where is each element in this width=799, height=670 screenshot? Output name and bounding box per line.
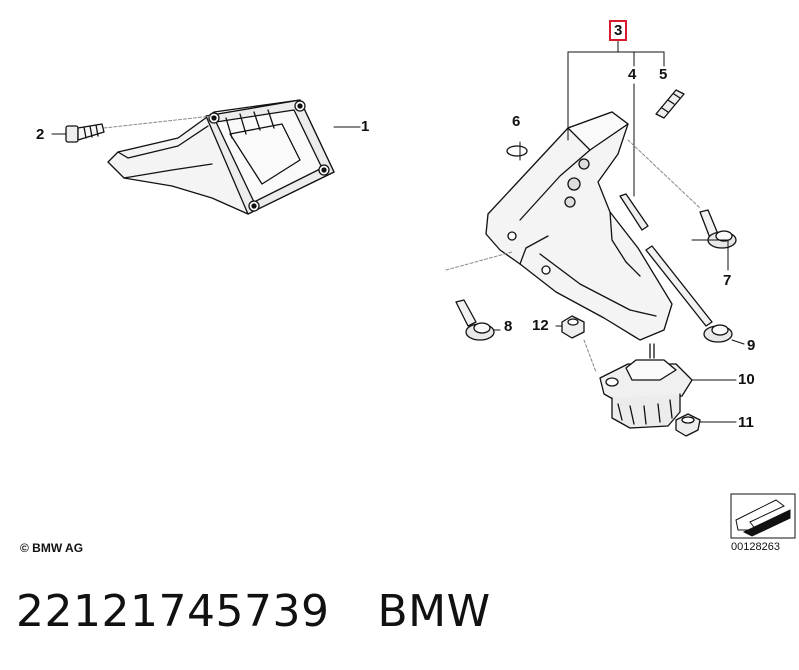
parts-diagram xyxy=(51,39,796,539)
part-number: 22121745739 xyxy=(16,586,330,637)
bolt-9-drawing xyxy=(645,245,733,343)
engine-support-bracket-drawing xyxy=(107,99,335,215)
callout-5[interactable]: 5 xyxy=(659,66,668,83)
copyright-text: © BMW AG xyxy=(20,541,84,555)
callout-1[interactable]: 1 xyxy=(361,118,370,135)
callout-2[interactable]: 2 xyxy=(36,126,45,143)
callout-8[interactable]: 8 xyxy=(504,318,513,335)
diagram-reference-number: 00128263 xyxy=(731,541,780,553)
bolt-8-drawing xyxy=(455,299,495,341)
bolt-2-drawing xyxy=(65,123,105,143)
callout-7[interactable]: 7 xyxy=(723,272,732,289)
orientation-arrow-icon xyxy=(730,493,796,539)
callout-10[interactable]: 10 xyxy=(738,371,755,388)
callout-4[interactable]: 4 xyxy=(628,66,637,83)
engine-mount-bracket-drawing xyxy=(485,111,673,341)
callout-6[interactable]: 6 xyxy=(512,113,521,130)
stud-4-drawing xyxy=(619,193,649,231)
nut-12-drawing xyxy=(561,315,585,339)
leader-lines xyxy=(51,39,745,423)
rubber-mount-10-drawing xyxy=(599,343,693,429)
stud-5-drawing xyxy=(655,89,685,119)
bolt-7-drawing xyxy=(699,209,737,249)
nut-11-drawing xyxy=(675,413,701,437)
callout-9[interactable]: 9 xyxy=(747,337,756,354)
brand-name: BMW xyxy=(377,586,491,637)
callout-11[interactable]: 11 xyxy=(738,414,754,431)
callout-12[interactable]: 12 xyxy=(532,317,549,334)
o-ring-6-drawing xyxy=(506,145,528,157)
part-info: 22121745739 BMW xyxy=(16,586,539,637)
callout-3[interactable]: 3 xyxy=(609,20,628,41)
